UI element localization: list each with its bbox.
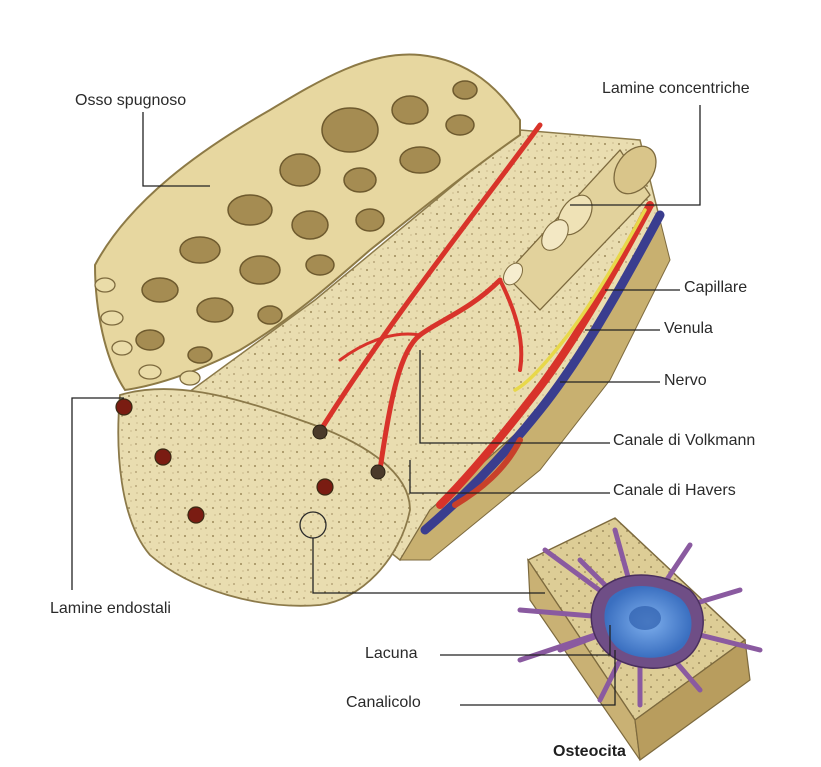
label-lamine-concentriche: Lamine concentriche <box>602 80 750 98</box>
label-venula: Venula <box>664 320 713 338</box>
label-canale-havers: Canale di Havers <box>613 482 736 500</box>
label-nervo: Nervo <box>664 372 707 390</box>
label-osso-spugnoso: Osso spugnoso <box>75 92 186 110</box>
label-capillare: Capillare <box>684 279 747 297</box>
label-lacuna: Lacuna <box>365 645 418 663</box>
label-canalicolo: Canalicolo <box>346 694 421 712</box>
label-osteocita: Osteocita <box>553 743 626 761</box>
osteocyte-inset <box>520 518 760 760</box>
label-canale-volkmann: Canale di Volkmann <box>613 432 755 450</box>
label-lamine-endostali: Lamine endostali <box>50 600 171 618</box>
